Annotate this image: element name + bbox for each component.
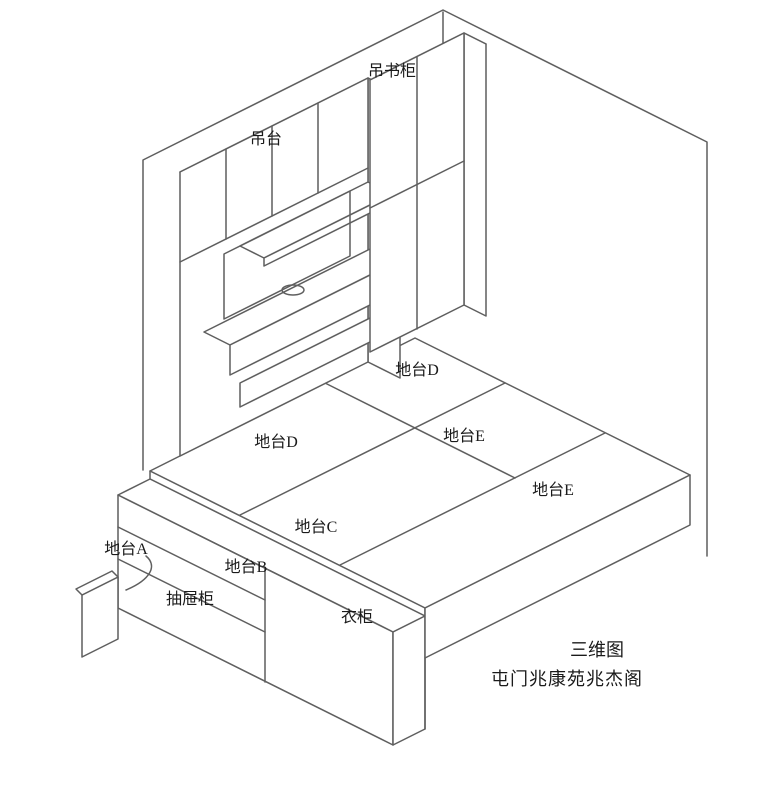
platform-a-leader-line [125,555,153,591]
label-platform-c: 地台C [294,519,338,536]
drawer-line-1 [117,526,266,601]
label-platform-e-front: 地台E [532,482,574,499]
drawer-line-2 [117,558,266,633]
bookcase-shelf-line [369,160,465,209]
label-platform-d-back: 地台D [395,362,439,379]
base-end-face [392,615,426,746]
platform-divider-front [324,382,516,479]
label-platform-b: 地台B [224,559,268,576]
label-platform-d-front: 地台D [254,434,298,451]
platform-divider-left [239,382,506,516]
label-hanging-unit: 吊台 [249,131,283,148]
label-platform-e-back: 地台E [443,428,485,445]
bookcase-side-face [463,32,487,317]
label-wardrobe: 衣柜 [340,609,374,626]
label-hanging-bookcase: 吊书柜 [367,63,417,80]
room-walls [142,9,708,557]
wall-edges [142,9,708,557]
platform-a-end-top [75,570,119,596]
tv-back-panel [223,190,351,320]
bookcase-drawing [369,32,487,353]
platform-right-face [424,474,691,659]
label-platform-a: 地台A [104,541,148,558]
platform-divider-right [339,432,606,566]
caption-project-name: 屯门兆康苑兆杰阁 [491,669,643,689]
caption-view-title: 三维图 [570,640,624,660]
label-drawer-cabinet: 抽屉柜 [165,591,215,608]
cable-grommet [281,284,305,296]
upper-cabinet-bottom [179,167,369,263]
platform-base-drawing [75,470,691,746]
